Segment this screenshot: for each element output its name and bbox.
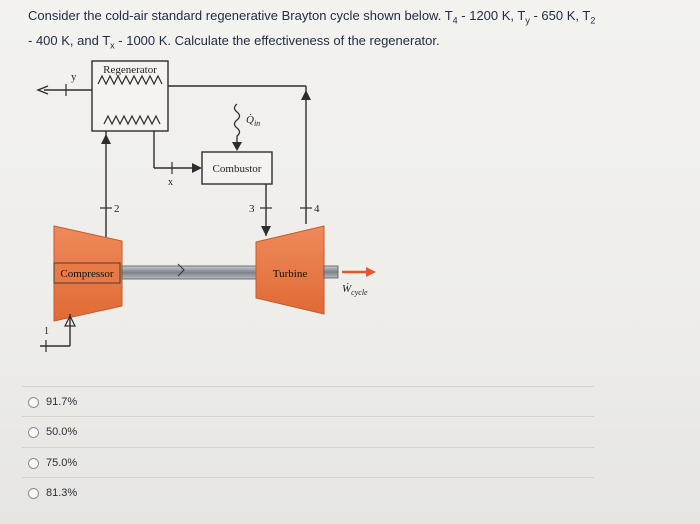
exhaust-arrow bbox=[36, 85, 49, 95]
radio-button[interactable] bbox=[28, 457, 39, 469]
divider bbox=[22, 386, 594, 387]
regenerator-coil-bottom bbox=[103, 114, 161, 126]
answer-option[interactable]: 75.0% bbox=[28, 454, 77, 472]
compressor-label: Compressor bbox=[60, 268, 114, 280]
regenerator-label: Regenerator bbox=[103, 64, 157, 76]
regenerator: Regenerator bbox=[91, 60, 169, 132]
combustor: Combustor bbox=[201, 151, 273, 185]
heat-in-arrow bbox=[233, 103, 241, 144]
option-label: 91.7% bbox=[46, 396, 78, 408]
brayton-cycle-diagram: Regenerator y 4 2 x Combustor bbox=[36, 60, 376, 352]
state-x-label: x bbox=[168, 177, 173, 188]
state-1-label: 1 bbox=[44, 326, 49, 337]
divider bbox=[22, 416, 594, 417]
turbine-label: Turbine bbox=[273, 268, 308, 280]
q-in-label: Q̇in bbox=[246, 114, 260, 128]
answer-option[interactable]: 81.3% bbox=[28, 484, 77, 502]
state-4-label: 4 bbox=[314, 203, 320, 215]
regenerator-coil-top bbox=[97, 74, 163, 86]
divider bbox=[22, 477, 594, 478]
option-label: 75.0% bbox=[46, 457, 78, 469]
state-2-label: 2 bbox=[114, 203, 120, 215]
shaft bbox=[121, 265, 257, 280]
option-label: 81.3% bbox=[46, 487, 78, 499]
state-y-label: y bbox=[71, 71, 77, 83]
radio-button[interactable] bbox=[28, 487, 39, 499]
divider bbox=[22, 447, 594, 448]
question-line-1: Consider the cold-air standard regenerat… bbox=[28, 8, 596, 26]
w-cycle-label: Ẇcycle bbox=[342, 283, 368, 297]
radio-button[interactable] bbox=[28, 426, 39, 438]
combustor-label: Combustor bbox=[213, 163, 262, 175]
turbine: Turbine bbox=[255, 225, 325, 315]
question-text: Consider the cold-air standard regenerat… bbox=[28, 6, 668, 55]
answer-option[interactable]: 50.0% bbox=[28, 423, 77, 441]
answer-option[interactable]: 91.7% bbox=[28, 393, 77, 411]
question-line-2: - 400 K, and Tx - 1000 K. Calculate the … bbox=[28, 32, 440, 51]
radio-button[interactable] bbox=[28, 396, 39, 408]
compressor: Compressor bbox=[53, 225, 123, 322]
option-label: 50.0% bbox=[46, 426, 78, 438]
state-3-label: 3 bbox=[249, 203, 255, 215]
